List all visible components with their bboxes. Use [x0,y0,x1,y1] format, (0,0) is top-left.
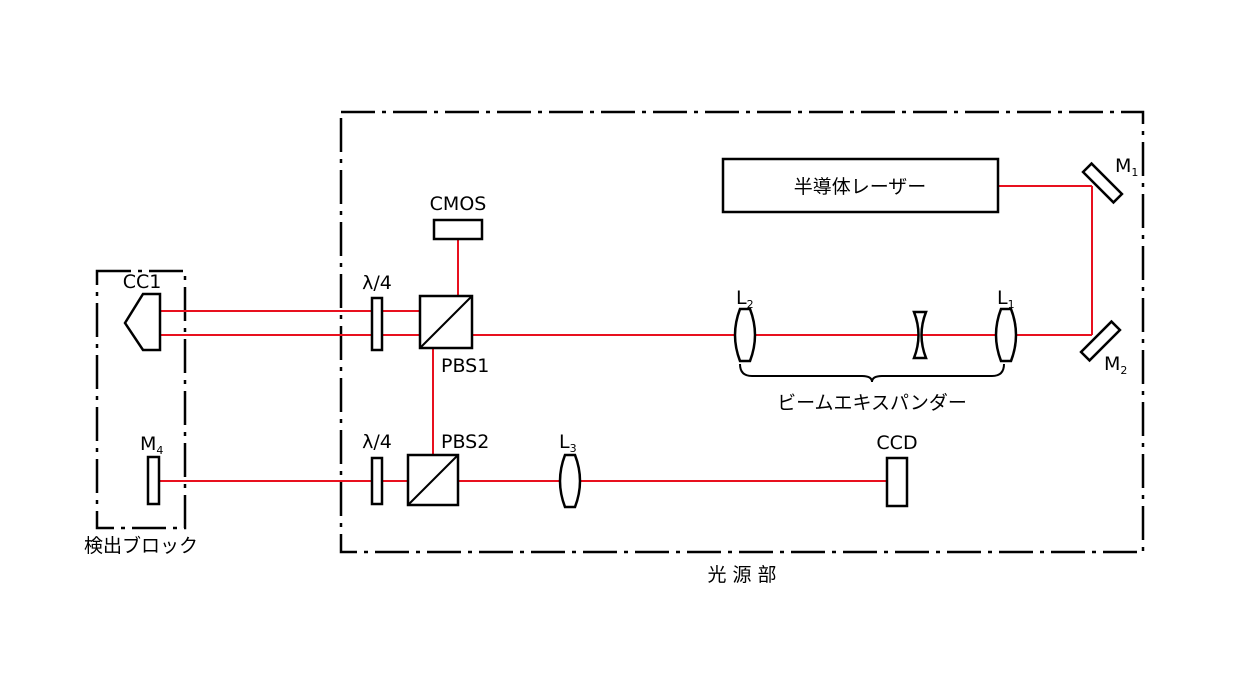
pbs1-label: PBS1 [441,355,489,377]
beam-expander-brace [739,363,1005,383]
cmos-label: CMOS [430,193,487,215]
lens-l1 [994,307,1018,363]
corner-cube-cc1 [123,292,162,352]
light-source-unit-border [339,110,1145,554]
semiconductor-laser-box [721,157,1000,214]
lens-l2-label: L2 [736,287,754,311]
mirror-m2 [1079,319,1122,363]
laser-beam [136,185,1093,482]
mirror-m4 [146,455,161,506]
lens-l1-label: L1 [997,287,1015,311]
lens-concave [912,310,928,360]
pbs1-diagonal [419,295,473,349]
quarter-wave-plate-top [370,296,384,352]
corner-cube-cc1-label: CC1 [123,271,162,293]
ccd-sensor [885,456,909,508]
lens-l2 [733,307,757,363]
quarter-wave-plate-top-label: λ/4 [362,272,392,294]
ccd-label: CCD [876,432,917,454]
mirror-m2-label: M2 [1104,353,1127,377]
quarter-wave-plate-bottom-label: λ/4 [362,431,392,453]
pbs2-label: PBS2 [441,431,489,453]
cmos-sensor [432,218,484,241]
pbs2-diagonal [407,454,459,506]
mirror-m1 [1081,161,1124,205]
detection-block-border [95,269,187,530]
lens-l3 [558,453,582,509]
beam-expander-label: ビームエキスパンダー [777,392,967,414]
mirror-m4-label: M4 [140,433,163,457]
quarter-wave-plate-bottom [370,456,384,506]
semiconductor-laser-label: 半導体レーザー [794,176,927,198]
mirror-m1-label: M1 [1115,155,1138,179]
light-source-unit-label: 光 源 部 [707,564,776,586]
lens-l3-label: L3 [559,431,577,455]
detection-block-label: 検出ブロック [84,534,198,557]
